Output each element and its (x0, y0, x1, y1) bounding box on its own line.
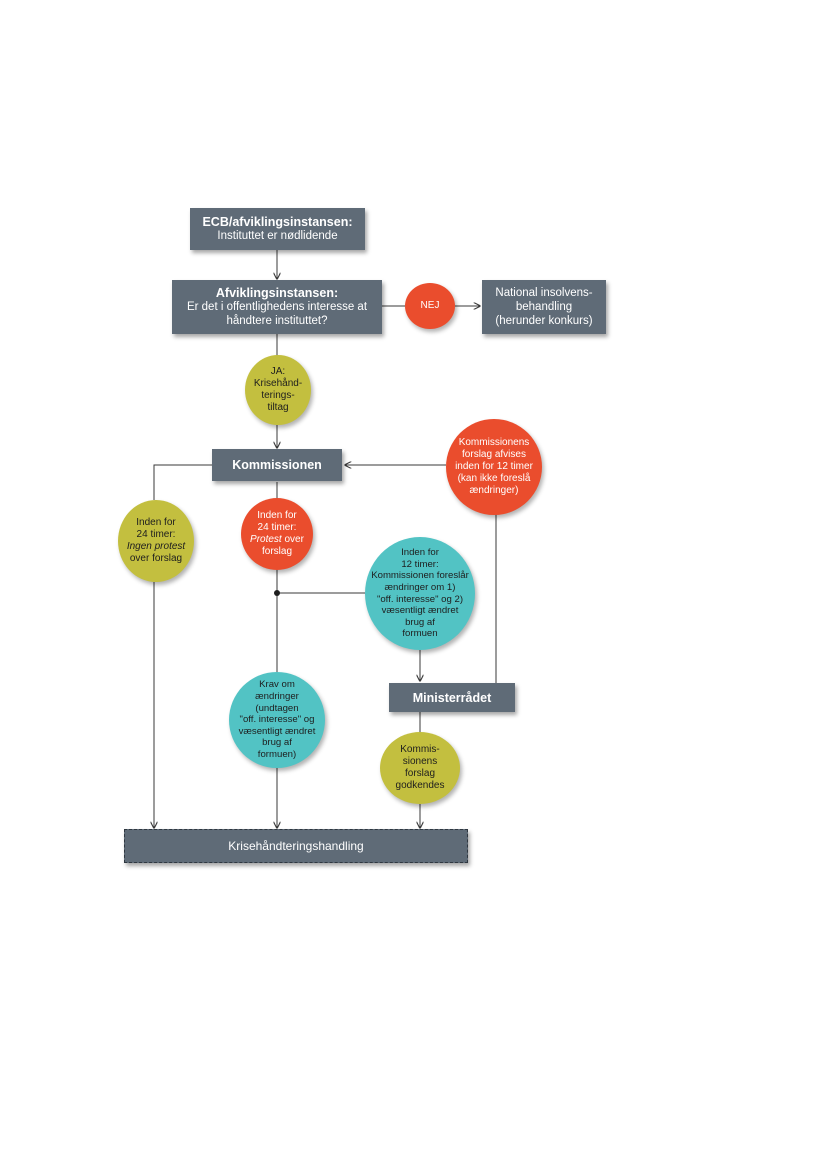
circle-aendr-l6: væsentligt ændret (381, 605, 459, 617)
circle-aendr-l5: "off. interesse" og 2) (376, 593, 464, 605)
box-national-line3: (herunder konkurs) (495, 315, 593, 327)
circle-ja-l3: terings- (261, 390, 295, 401)
circle-aendr-l2: 12 timer: (401, 558, 439, 570)
circle-krav-l3: (undtagen (255, 702, 299, 714)
box-krisehaandteringshandling: Krisehåndteringshandling (124, 829, 468, 863)
circle-ingen-l3: Ingen protest (126, 541, 186, 552)
circle-godk-l2: sionens (402, 756, 438, 767)
box-ecb: ECB/afviklingsinstansen: Instituttet er … (190, 208, 365, 250)
box-ecb-text: Instituttet er nødlidende (217, 230, 338, 242)
circle-afvises-l3: inden for 12 timer (455, 461, 533, 472)
circle-ingen-l1: Inden for (136, 517, 176, 528)
circle-protest-l1: Inden for (257, 510, 297, 521)
circle-protest: Inden for 24 timer: Protest over forslag (241, 498, 313, 570)
circle-godk-l1: Kommis- (400, 744, 440, 755)
circle-krav-l7: formuen) (257, 748, 297, 760)
box-afviklingsinstansen-title: Afviklingsinstansen: (215, 286, 339, 300)
line-kommissionen-to-ingen-protest (153, 464, 212, 500)
box-afviklingsinstansen-line2: håndtere instituttet? (226, 315, 328, 327)
circle-aendringer-12-timer: Inden for 12 timer: Kommissionen foreslå… (365, 537, 475, 650)
box-national-line1: National insolvens- (495, 287, 593, 299)
circle-ingen-protest: Inden for 24 timer: Ingen protest over f… (118, 500, 194, 582)
circle-afvises-l5: ændringer) (469, 485, 519, 496)
circle-ja-krisehaandteringstiltag: JA: Krisehånd- terings- tiltag (245, 355, 311, 425)
circle-ja-l4: tiltag (267, 402, 289, 413)
circle-krav-om-aendringer: Krav om ændringer (undtagen "off. intere… (229, 672, 325, 768)
circle-forslag-afvises: Kommissionens forslag afvises inden for … (446, 419, 542, 515)
circle-krav-l5: væsentligt ændret (238, 725, 316, 737)
circle-krav-l6: brug af (262, 737, 292, 749)
circle-nej-label: NEJ (420, 300, 440, 311)
circle-aendr-l4: ændringer om 1) (384, 581, 456, 593)
circle-aendr-l7: brug af (405, 616, 435, 628)
circle-godk-l4: godkendes (395, 780, 445, 791)
circle-godk-l3: forslag (404, 768, 435, 779)
circle-afvises-l4: (kan ikke foreslå (457, 473, 531, 484)
circle-protest-l3: Protest over (250, 534, 304, 546)
circle-protest-l3-rest: over (281, 534, 304, 545)
box-ecb-title: ECB/afviklingsinstansen: (202, 215, 353, 229)
circle-ingen-l4: over forslag (129, 553, 183, 564)
circle-nej: NEJ (405, 283, 455, 329)
box-national-line2: behandling (515, 301, 573, 313)
circle-protest-l3-italic: Protest (250, 534, 282, 545)
circle-protest-l2: 24 timer: (257, 522, 297, 533)
circle-ingen-l2: 24 timer: (136, 529, 176, 540)
circle-protest-l4: forslag (261, 546, 292, 557)
circle-aendr-l1: Inden for (401, 547, 439, 559)
circle-afvises-l2: forslag afvises (462, 449, 526, 460)
junction-dot (274, 590, 280, 596)
circle-krav-l4: "off. interesse" og (239, 714, 315, 726)
circle-krav-l2: ændringer (255, 691, 299, 703)
circle-ja-l2: Krisehånd- (253, 378, 303, 389)
circle-afvises-l1: Kommissionens (458, 437, 530, 448)
box-kommissionen-title: Kommissionen (232, 458, 322, 472)
box-kommissionen: Kommissionen (212, 449, 342, 481)
box-national-insolvens: National insolvens- behandling (herunder… (482, 280, 606, 334)
box-krise-label: Krisehåndteringshandling (228, 839, 364, 853)
box-ministerraadet: Ministerrådet (389, 683, 515, 712)
circle-ja-l1: JA: (270, 366, 286, 377)
circle-forslag-godkendes: Kommis- sionens forslag godkendes (380, 732, 460, 804)
box-afviklingsinstansen-line1: Er det i offentlighedens interesse at (186, 301, 368, 313)
box-afviklingsinstansen: Afviklingsinstansen: Er det i offentligh… (172, 280, 382, 334)
circle-aendr-l8: formuen (402, 628, 438, 640)
circle-aendr-l3: Kommissionen foreslår (371, 570, 469, 582)
circle-krav-l1: Krav om (259, 679, 295, 691)
box-ministerraadet-title: Ministerrådet (412, 690, 492, 705)
